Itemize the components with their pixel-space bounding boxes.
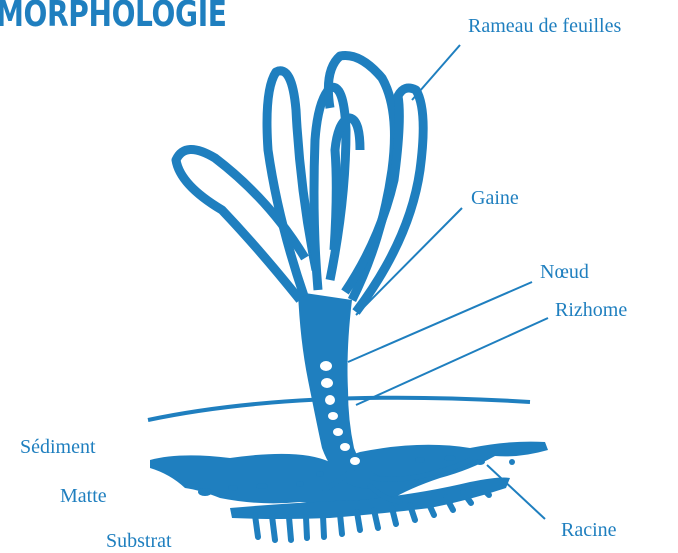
label-rhizome: Rizhome bbox=[555, 300, 627, 320]
label-matte: Matte bbox=[60, 486, 107, 506]
leaf-centre bbox=[314, 87, 346, 290]
leader-rhizome bbox=[356, 318, 548, 405]
label-sheath: Gaine bbox=[471, 188, 519, 208]
label-sediment: Sédiment bbox=[20, 437, 96, 457]
label-node: Nœud bbox=[540, 262, 589, 282]
leaf-cluster bbox=[176, 55, 423, 312]
label-root: Racine bbox=[561, 520, 617, 540]
label-leaves: Rameau de feuilles bbox=[468, 16, 621, 36]
label-substrate: Substrat bbox=[106, 531, 172, 551]
leader-root bbox=[487, 465, 545, 519]
